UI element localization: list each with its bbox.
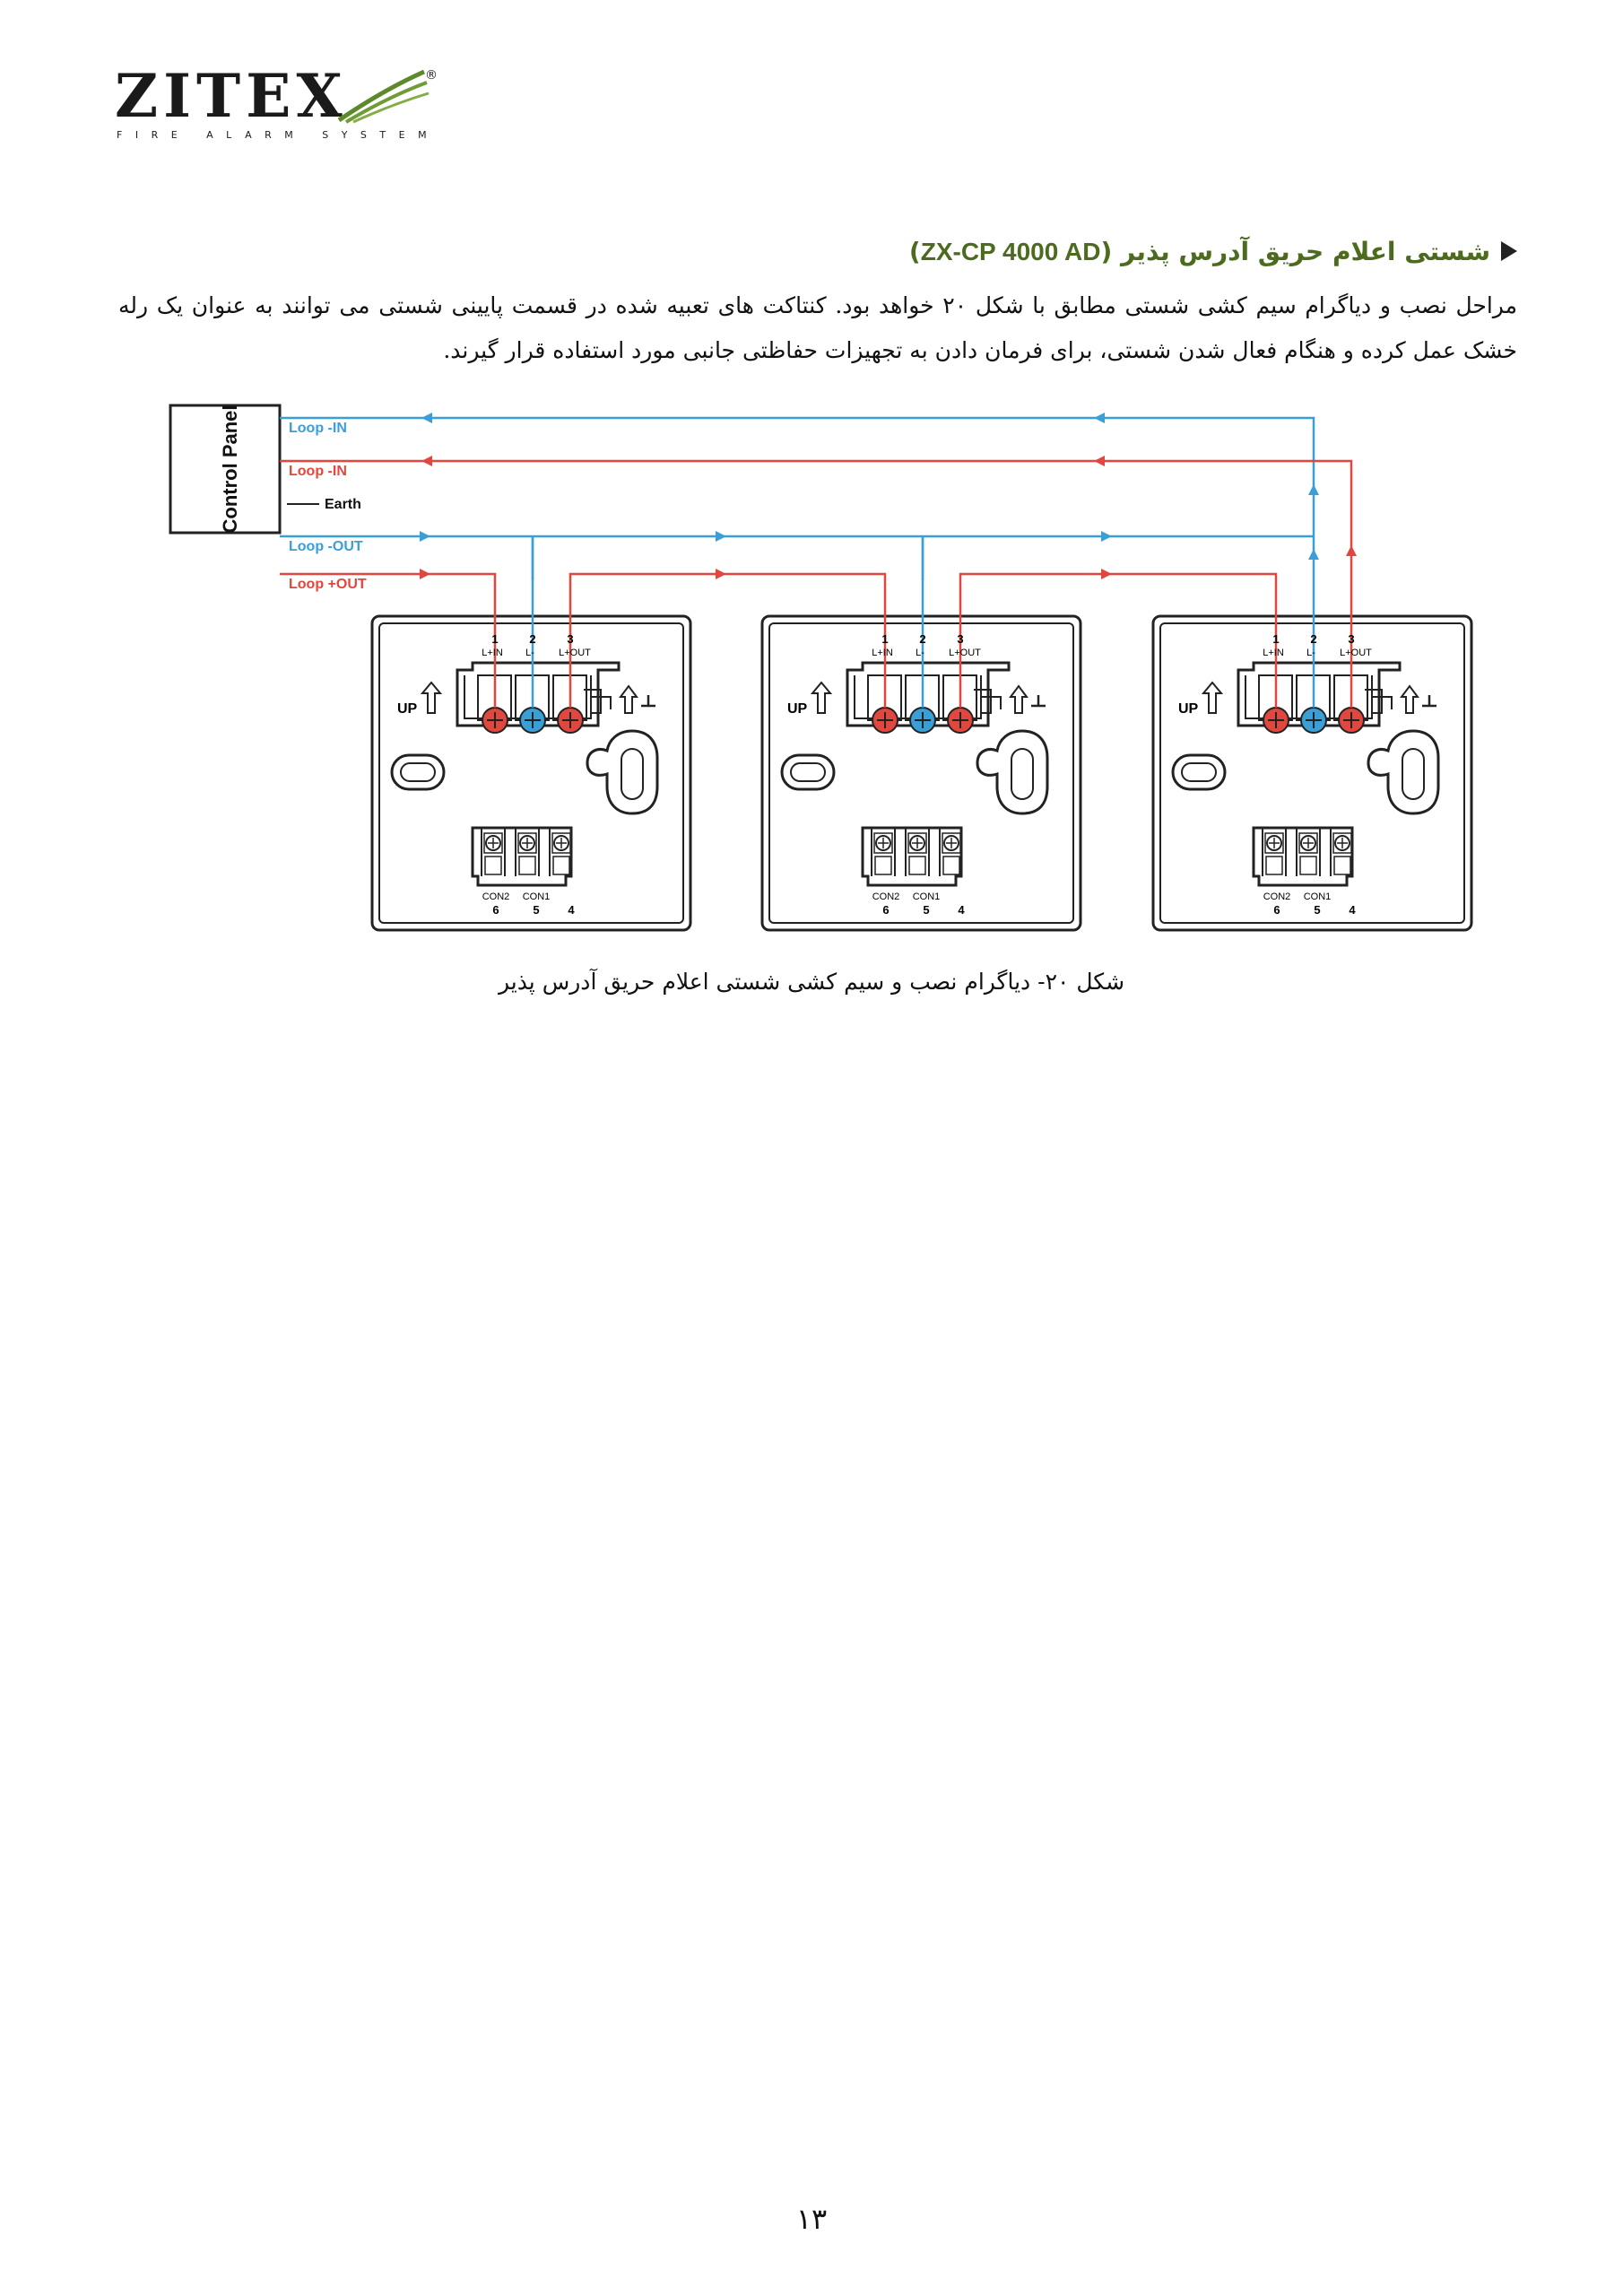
terminal-number-4: 4 [568,903,575,917]
con2-label: CON2 [872,891,900,902]
terminal-number-3: 3 [957,632,963,646]
figure-caption: شکل ۲۰- دیاگرام نصب و سیم کشی شستی اعلام… [498,969,1125,995]
terminal-label-lin: L+IN [872,648,893,658]
con1-label: CON1 [523,891,551,902]
terminal-number-4: 4 [1349,903,1356,917]
page-number: ۱۳ [795,2202,828,2236]
terminal-label-lout: L+OUT [1340,648,1372,658]
zitex-logo: ZITEX ® FIRE ALARM SYSTEM [115,63,438,141]
logo-tagline: FIRE ALARM SYSTEM [117,129,438,141]
wire-label-loop-in-pos: Loop -IN [289,464,347,479]
logo-swoosh-icon [337,69,430,124]
terminal-number-2: 2 [1310,632,1316,646]
heading-close: ) [908,237,921,266]
wire-label-earth: Earth [325,497,361,512]
terminal-number-3: 3 [567,632,573,646]
wire-label-loop-in-neg: Loop -IN [289,421,347,436]
section-heading: شستی اعلام حریق آدرس پذیر (ZX-CP 4000 AD… [352,237,1517,266]
terminal-label-lin: L+IN [482,648,503,658]
wire-arrows [420,413,1357,579]
terminal-number-5: 5 [533,903,539,917]
up-label: UP [1178,701,1199,717]
terminal-number-2: 2 [529,632,535,646]
wire-label-loop-out-neg: Loop -OUT [289,539,363,554]
terminal-label-lout: L+OUT [949,648,981,658]
con1-label: CON1 [913,891,941,902]
terminal-number-5: 5 [923,903,929,917]
body-paragraph: مراحل نصب و دیاگرام سیم کشی شستی مطابق ب… [118,292,1517,363]
logo-brand: ZITEX [115,63,348,131]
terminal-label-lneg: L- [1306,648,1315,658]
wire-label-loop-out-pos: Loop +OUT [289,577,367,592]
con2-label: CON2 [482,891,510,902]
terminal-number-2: 2 [919,632,925,646]
terminal-label-lneg: L- [525,648,534,658]
terminal-number-3: 3 [1348,632,1354,646]
terminal-number-6: 6 [492,903,499,917]
terminal-label-lneg: L- [916,648,924,658]
terminal-number-5: 5 [1314,903,1320,917]
terminal-number-1: 1 [1272,632,1279,646]
terminal-number-1: 1 [881,632,888,646]
terminal-number-1: 1 [491,632,498,646]
terminal-label-lout: L+OUT [559,648,591,658]
control-panel-box [169,404,282,535]
call-point-device-3: 1 2 3 L+IN L- L+OUT UP CON2 CON1 6 5 4 [1151,580,1473,932]
outgoing-wires [280,535,1314,580]
terminal-number-4: 4 [958,903,965,917]
terminal-number-6: 6 [882,903,889,917]
terminal-number-6: 6 [1273,903,1280,917]
triangle-bullet-icon [1501,241,1517,261]
con2-label: CON2 [1263,891,1291,902]
up-label: UP [787,701,808,717]
con1-label: CON1 [1304,891,1332,902]
wiring-diagram: Control Panel Loop -IN Loop -IN Earth Lo… [169,404,1473,932]
terminal-label-lin: L+IN [1263,648,1284,658]
control-panel-label: Control Panel [219,404,241,533]
heading-model: ZX-CP 4000 AD [920,238,1101,265]
return-wires [280,416,1353,580]
up-label: UP [397,701,418,717]
heading-text: شستی اعلام حریق آدرس پذیر ( [1100,237,1490,266]
logo-registered: ® [425,68,438,83]
call-point-device-1: 1 2 3 L+IN L- L+OUT UP CON2 CON1 6 5 4 [370,536,692,932]
call-point-device-2: 1 2 3 L+IN L- L+OUT UP CON2 CON1 6 5 4 [760,536,1082,932]
